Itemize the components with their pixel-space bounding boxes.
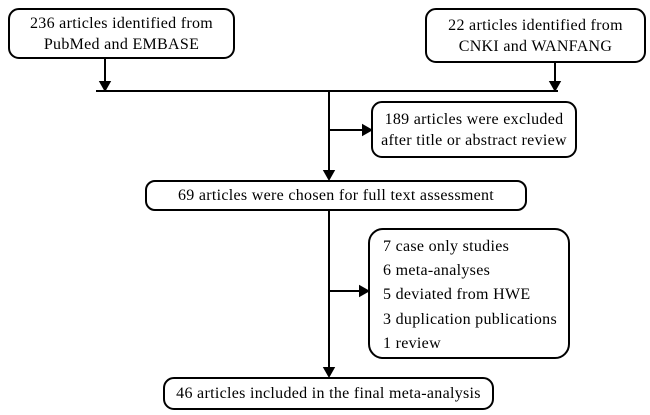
box-text-line: after title or abstract review (381, 131, 567, 149)
exclusion-reason-item: 1 review (383, 334, 441, 352)
box-cnki-wanfang-identified: 22 articles identified from CNKI and WAN… (425, 8, 646, 63)
box-text-line: 236 articles identified from (29, 14, 213, 32)
arrowhead-right-to-excluded (362, 123, 374, 137)
exclusion-reason-item: 3 duplication publications (383, 310, 557, 328)
arrowhead-right-to-reasons (359, 284, 371, 298)
exclusion-reason-item: 7 case only studies (383, 238, 510, 255)
arrowhead-down-to-final (322, 367, 336, 379)
box-excluded-title-abstract: 189 articles were excluded after title o… (371, 101, 577, 158)
arrowhead-down-left-merge (98, 81, 112, 93)
box-exclusion-reasons-list: 7 case only studies 6 meta-analyses 5 de… (368, 228, 570, 359)
arrowhead-down-right-merge (548, 81, 562, 93)
box-text-line: 69 articles were chosen for full text as… (177, 187, 495, 204)
box-final-meta-analysis-included: 46 articles included in the final meta-a… (163, 377, 494, 410)
box-full-text-assessment: 69 articles were chosen for full text as… (145, 180, 527, 211)
arrowhead-down-to-fulltext (322, 170, 336, 182)
box-text-line: PubMed and EMBASE (43, 35, 200, 53)
box-text-line: 46 articles included in the final meta-a… (176, 385, 481, 402)
box-pubmed-embase-identified: 236 articles identified from PubMed and … (8, 8, 235, 59)
exclusion-reason-item: 5 deviated from HWE (383, 286, 531, 304)
box-text-line: CNKI and WANFANG (458, 37, 613, 55)
box-text-line: 22 articles identified from (448, 16, 623, 34)
box-text-line: 189 articles were excluded (384, 110, 564, 128)
exclusion-reason-item: 6 meta-analyses (383, 262, 491, 280)
